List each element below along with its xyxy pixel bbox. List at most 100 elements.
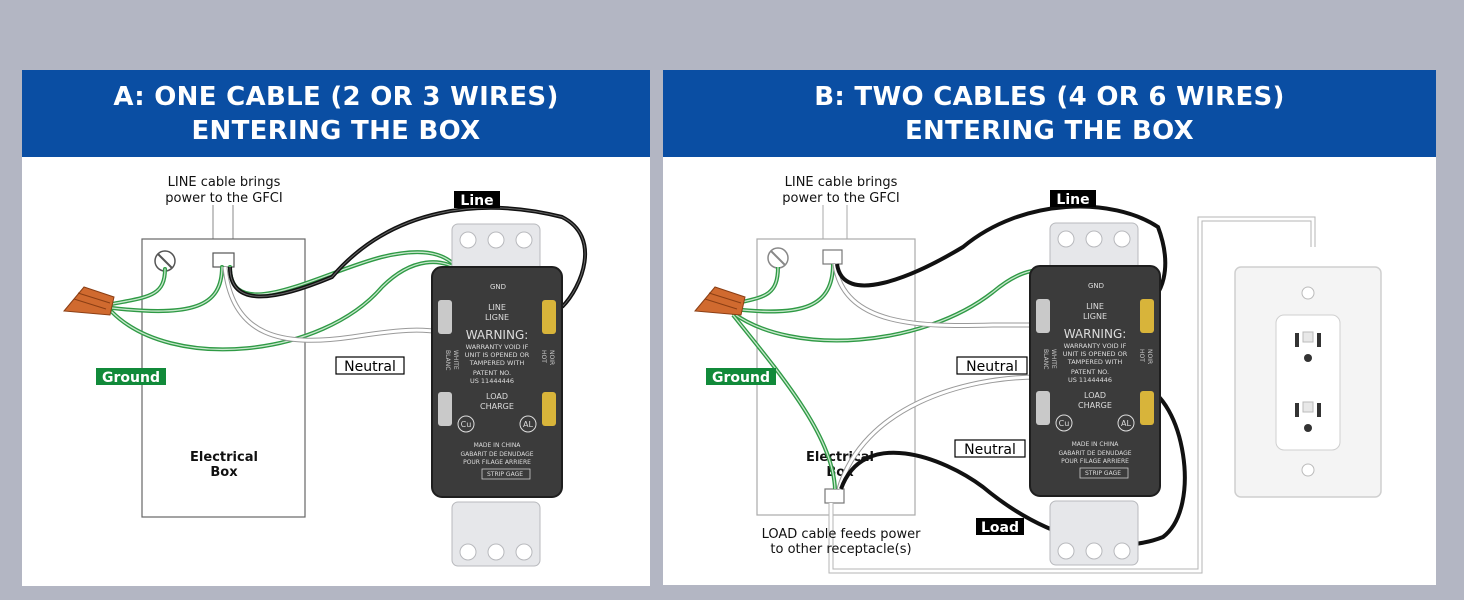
gfci-al: AL	[1121, 419, 1131, 428]
gfci-gabarit1: GABARIT DE DENUDAGE	[460, 451, 533, 458]
gfci-receptacle: GND LINE LIGNE WARNING: WARRANTY VOID IF…	[431, 223, 563, 567]
tag-neutral-top-text: Neutral	[966, 359, 1018, 375]
gfci-load-label: LOAD	[486, 392, 508, 401]
neutral-wire-line-core	[833, 263, 1038, 328]
gfci-white-label: WHITE	[1050, 349, 1057, 369]
cable-clamp	[212, 252, 235, 268]
tag-line-text: Line	[1056, 192, 1089, 208]
tag-neutral-bottom: Neutral	[954, 439, 1026, 458]
gfci-white-label: WHITE	[452, 350, 459, 370]
gfci-noir-label: NOIR	[1146, 349, 1153, 364]
gfci-charge-label: CHARGE	[480, 402, 514, 411]
gfci-hot-label: HOT	[540, 350, 547, 363]
gfci-blanc-label: BLANC	[444, 350, 451, 370]
gfci-warning: WARNING:	[1064, 327, 1127, 341]
gfci-terminal-screws	[1036, 299, 1154, 425]
gfci-patent2: US 11444446	[1068, 376, 1112, 384]
tag-ground-text: Ground	[712, 370, 770, 386]
tag-ground: Ground	[96, 368, 166, 386]
gfci-made-in: MADE IN CHINA	[474, 442, 522, 449]
plate-screw-top-icon	[1301, 286, 1315, 300]
gfci-gabarit2: POUR FILAGE ARRIERE	[463, 459, 531, 466]
gfci-cu-al-marks: Cu AL	[457, 415, 537, 433]
load-cable-route-core	[829, 217, 1315, 573]
line-hot-wire-sheen	[229, 207, 586, 308]
tag-line: Line	[1050, 190, 1096, 208]
tag-load: Load	[976, 518, 1024, 536]
load-cable-note-line2: to other receptacle(s)	[770, 542, 911, 557]
tag-ground-text: Ground	[102, 370, 160, 386]
tag-neutral-text: Neutral	[344, 359, 396, 375]
gfci-cu: Cu	[1059, 419, 1070, 428]
gfci-warn2: UNIT IS OPENED OR	[465, 351, 530, 359]
gfci-gabarit1: GABARIT DE DENUDAGE	[1058, 450, 1131, 457]
panel-b-title-line2: ENTERING THE BOX	[904, 115, 1194, 146]
panel-a-diagram: LINE cable brings power to the GFCI Elec…	[63, 175, 588, 567]
line-cable-note-line2: power to the GFCI	[782, 191, 899, 206]
gfci-ligne-label: LIGNE	[1083, 312, 1107, 321]
panel-b-two-cables: B: TWO CABLES (4 OR 6 WIRES) ENTERING TH…	[663, 70, 1436, 585]
box-label-line2: Box	[210, 465, 238, 480]
tag-line-text: Line	[460, 193, 493, 209]
gfci-cu: Cu	[461, 420, 472, 429]
gfci-warn1: WARRANTY VOID IF	[1064, 342, 1127, 350]
line-cable-note-line1: LINE cable brings	[785, 175, 898, 190]
wire-nut-icon	[694, 286, 746, 316]
gfci-warn3: TAMPERED WITH	[469, 359, 525, 367]
gfci-patent1: PATENT NO.	[1071, 368, 1109, 376]
gfci-hot-label: HOT	[1138, 349, 1145, 362]
panel-a-title-line2: ENTERING THE BOX	[191, 115, 481, 146]
gfci-strip-gage: STRIP GAGE	[1085, 470, 1121, 477]
ground-screw-icon	[767, 247, 789, 269]
box-label-line1: Electrical	[806, 450, 874, 465]
gfci-noir-label: NOIR	[548, 350, 555, 365]
gfci-strip-gage-box	[1079, 467, 1129, 479]
plate-screw-bottom-icon	[1301, 463, 1315, 477]
gfci-warning: WARNING:	[466, 328, 529, 342]
gfci-patent2: US 11444446	[470, 377, 514, 385]
gfci-strip-gage: STRIP GAGE	[487, 471, 523, 478]
panel-b-diagram: LINE cable brings power to the GFCI Elec…	[694, 175, 1382, 574]
panel-b-title-line1: B: TWO CABLES (4 OR 6 WIRES)	[814, 81, 1285, 112]
receptacle-face	[1275, 314, 1341, 451]
gfci-receptacle: GND LINE LIGNE WARNING: WARRANTY VOID IF…	[1029, 222, 1161, 566]
gfci-strip-gage-box	[481, 468, 531, 480]
tag-neutral: Neutral	[335, 356, 405, 375]
gfci-blanc-label: BLANC	[1042, 349, 1049, 369]
gfci-warn2: UNIT IS OPENED OR	[1063, 350, 1128, 358]
tag-neutral-top: Neutral	[956, 356, 1028, 375]
neutral-wire-load-core	[837, 375, 1039, 490]
tag-line: Line	[454, 191, 500, 209]
gfci-gnd-label: GND	[490, 283, 506, 291]
gfci-charge-label: CHARGE	[1078, 401, 1112, 410]
outlet-bottom-icon	[1295, 401, 1321, 432]
ground-screw-icon	[154, 250, 176, 272]
gfci-gnd-label: GND	[1088, 282, 1104, 290]
duplex-receptacle	[1234, 266, 1382, 498]
gfci-terminal-screws	[438, 300, 556, 426]
tag-load-text: Load	[981, 520, 1019, 536]
wire-nut-icon	[63, 286, 115, 316]
gfci-load-label: LOAD	[1084, 391, 1106, 400]
gfci-line-label: LINE	[1086, 302, 1104, 311]
gfci-line-label: LINE	[488, 303, 506, 312]
panel-b-header: B: TWO CABLES (4 OR 6 WIRES) ENTERING TH…	[663, 70, 1436, 157]
panel-a-header: A: ONE CABLE (2 OR 3 WIRES) ENTERING THE…	[22, 70, 650, 157]
gfci-body	[431, 266, 563, 498]
gfci-mounting-strap	[451, 223, 541, 567]
gfci-cu-al-marks: Cu AL	[1055, 414, 1135, 432]
neutral-wire-core	[223, 266, 441, 342]
gfci-made-in: MADE IN CHINA	[1072, 441, 1120, 448]
line-cable-note-line1: LINE cable brings	[168, 175, 281, 190]
box-label-line1: Electrical	[190, 450, 258, 465]
outlet-top-icon	[1295, 331, 1321, 362]
cable-clamp-top	[822, 249, 843, 265]
line-hot-wire	[835, 204, 1168, 309]
gfci-patent1: PATENT NO.	[473, 369, 511, 377]
gfci-ligne-label: LIGNE	[485, 313, 509, 322]
panel-a-one-cable: A: ONE CABLE (2 OR 3 WIRES) ENTERING THE…	[22, 70, 650, 586]
cable-clamp-bottom	[824, 488, 845, 504]
gfci-gabarit2: POUR FILAGE ARRIERE	[1061, 458, 1129, 465]
gfci-warn1: WARRANTY VOID IF	[466, 343, 529, 351]
load-cable-note-line1: LOAD cable feeds power	[762, 527, 921, 542]
